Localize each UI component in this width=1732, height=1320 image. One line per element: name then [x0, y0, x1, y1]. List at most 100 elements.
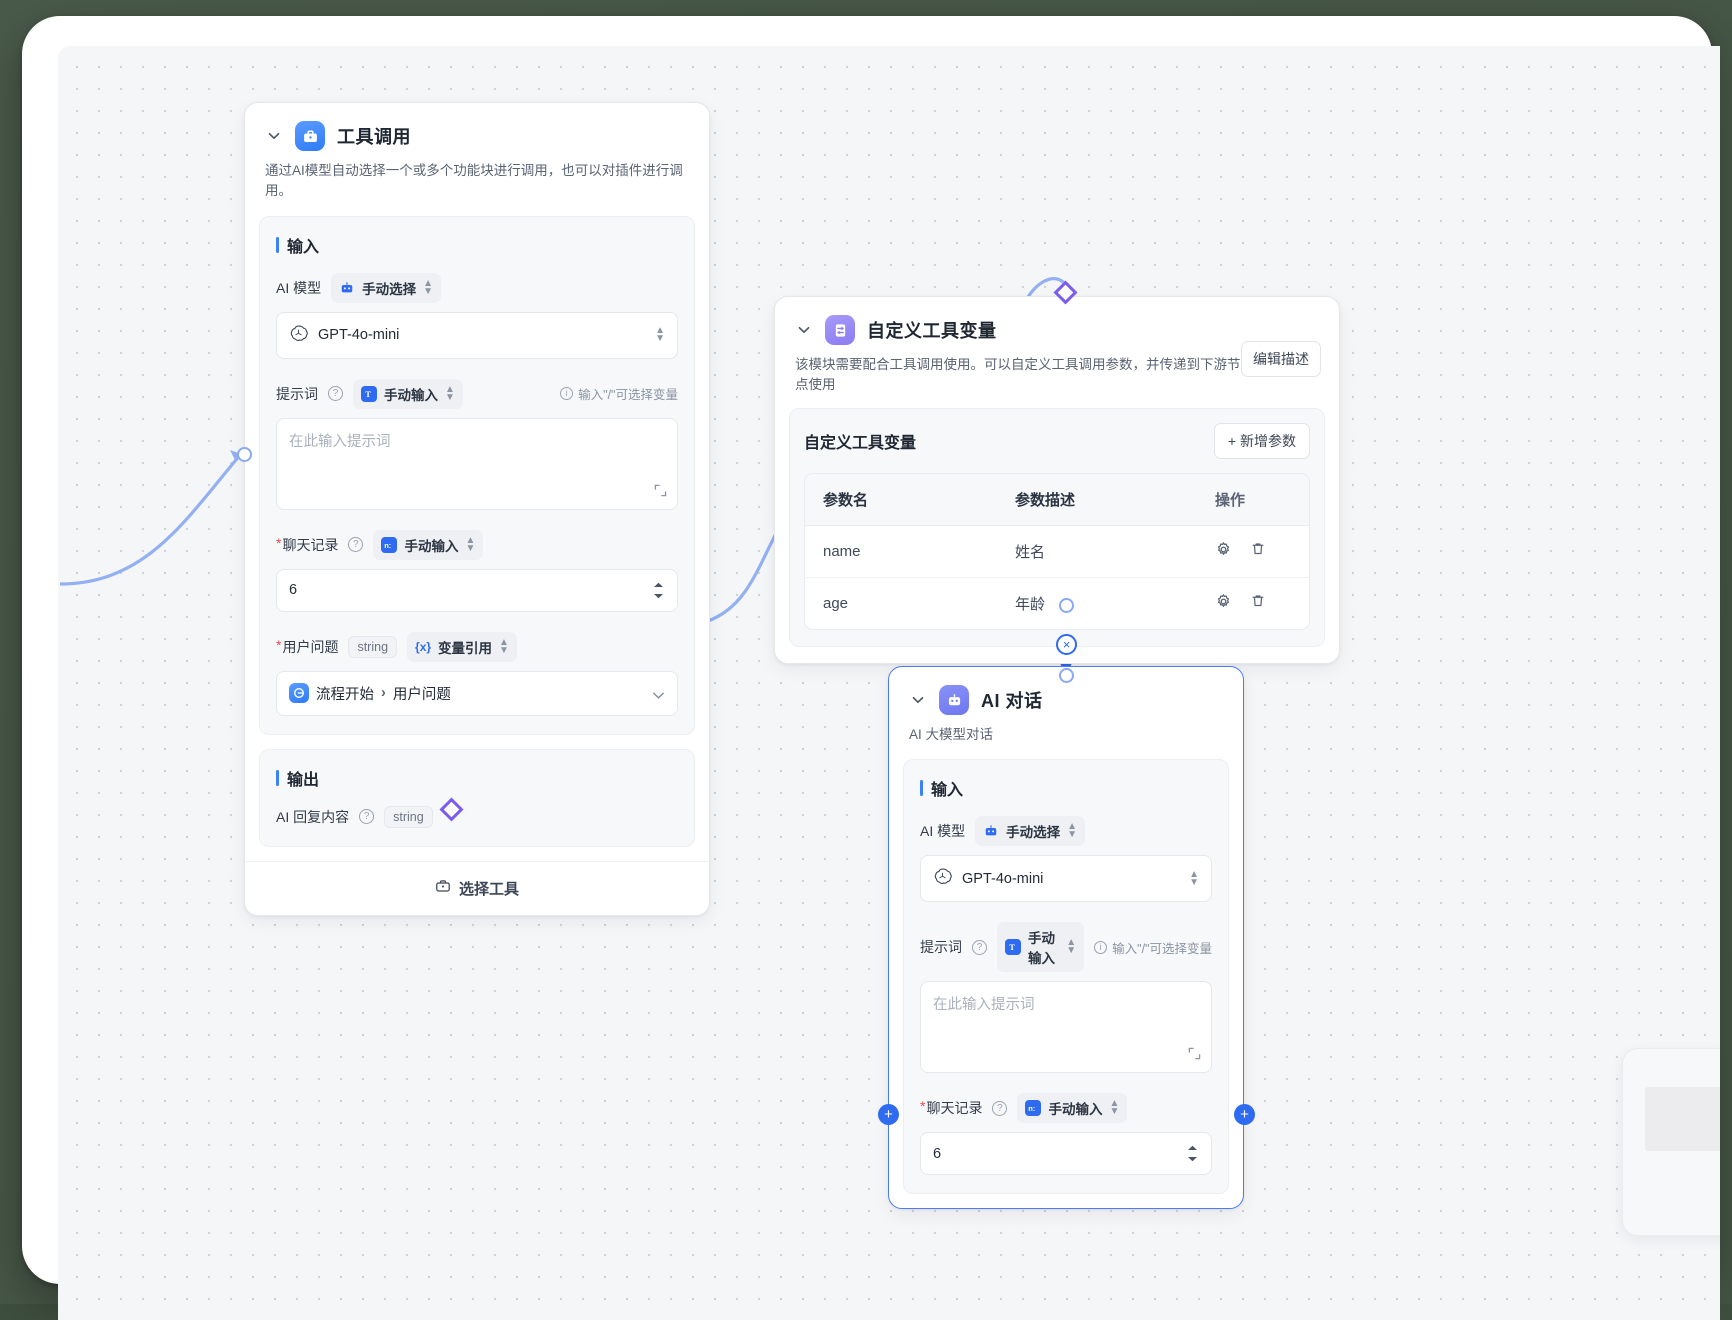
chevron-right-icon: ›	[381, 685, 386, 701]
output-section: 输出 AI 回复内容 ? string	[259, 749, 695, 847]
help-icon[interactable]: ?	[348, 537, 363, 552]
trash-icon[interactable]	[1250, 593, 1266, 613]
help-icon[interactable]: ?	[328, 386, 343, 401]
variable-reference: 流程开始 › 用户问题	[289, 683, 451, 704]
variable-icon: {x}	[415, 640, 431, 654]
parameters-table: 参数名 参数描述 操作 name 姓名	[804, 473, 1310, 630]
ai-model-value: GPT-4o-mini	[318, 327, 399, 343]
user-question-mode-select[interactable]: {x} 变量引用 ▲▼	[407, 632, 517, 662]
robot-icon	[339, 280, 355, 296]
prompt-mode-select[interactable]: T 手动输入 ▲▼	[997, 922, 1084, 972]
chevron-down-icon[interactable]	[265, 127, 283, 145]
handle-chat-input[interactable]	[1059, 668, 1074, 683]
robot-icon	[983, 823, 999, 839]
help-icon[interactable]: ?	[359, 809, 374, 824]
side-panel-block	[1645, 1087, 1720, 1151]
add-parameter-button[interactable]: + 新增参数	[1214, 423, 1310, 459]
field-chat-history: 聊天记录 ? n: 手动输入 ▲▼	[276, 530, 678, 560]
chat-history-number-input[interactable]: 6	[920, 1132, 1212, 1175]
table-row[interactable]: name 姓名	[805, 526, 1309, 578]
input-section-title: 输入	[276, 233, 678, 257]
chat-history-mode-select[interactable]: n: 手动输入 ▲▼	[1017, 1093, 1127, 1123]
column-header-desc: 参数描述	[997, 474, 1197, 525]
handle-var-output[interactable]	[1059, 598, 1074, 613]
settings-icon[interactable]	[1215, 593, 1232, 614]
ai-model-mode-label: 手动选择	[1006, 821, 1060, 841]
quantity-stepper[interactable]	[1186, 1144, 1199, 1163]
prompt-mode-select[interactable]: T 手动输入 ▲▼	[353, 379, 463, 409]
prompt-textarea[interactable]: 在此输入提示词	[276, 418, 678, 510]
chat-history-mode-select[interactable]: n: 手动输入 ▲▼	[373, 530, 483, 560]
chevron-updown-icon: ▲▼	[655, 327, 665, 343]
cell-param-name: age	[805, 580, 997, 627]
output-label: AI 回复内容	[276, 807, 349, 827]
prompt-hint: i 输入"/"可选择变量	[560, 384, 678, 403]
quantity-stepper[interactable]	[652, 581, 665, 600]
ai-model-value-select[interactable]: GPT-4o-mini ▲▼	[920, 855, 1212, 902]
chevron-updown-icon: ▲▼	[1189, 871, 1199, 887]
settings-icon[interactable]	[1215, 541, 1232, 562]
edge-remove-icon[interactable]: ×	[1056, 634, 1077, 655]
prompt-placeholder: 在此输入提示词	[933, 993, 1035, 1014]
field-chat-history: 聊天记录 ? n: 手动输入 ▲▼	[920, 1093, 1212, 1123]
side-panel[interactable]	[1622, 1048, 1720, 1236]
ai-model-label: AI 模型	[920, 821, 965, 841]
prompt-placeholder: 在此输入提示词	[289, 430, 391, 451]
node-header: 工具调用 通过AI模型自动选择一个或多个功能块进行调用，也可以对插件进行调用。	[245, 103, 709, 212]
node-header: 自定义工具变量 该模块需要配合工具调用使用。可以自定义工具调用参数，并传递到下游…	[775, 297, 1339, 406]
help-icon[interactable]: ?	[992, 1101, 1007, 1116]
handle-chat-right-add[interactable]: +	[1234, 1104, 1255, 1125]
chat-history-label: 聊天记录	[920, 1098, 982, 1118]
handle-input-tool-call[interactable]	[237, 447, 252, 462]
select-tool-label: 选择工具	[459, 878, 519, 899]
chevron-down-icon[interactable]	[909, 691, 927, 709]
chevron-updown-icon: ▲▼	[445, 386, 455, 402]
prompt-mode-label: 手动输入	[1028, 927, 1059, 967]
workflow-canvas[interactable]: 工具调用 通过AI模型自动选择一个或多个功能块进行调用，也可以对插件进行调用。 …	[58, 46, 1720, 1320]
toolbox-icon	[295, 121, 325, 151]
reference-source: 流程开始	[316, 683, 374, 704]
node-tool-call[interactable]: 工具调用 通过AI模型自动选择一个或多个功能块进行调用，也可以对插件进行调用。 …	[244, 102, 710, 916]
svg-text:n:: n:	[1029, 1104, 1036, 1113]
user-question-reference-select[interactable]: 流程开始 › 用户问题	[276, 671, 678, 716]
section-accent-bar	[276, 237, 279, 253]
chevron-down-icon[interactable]	[795, 321, 813, 339]
prompt-label: 提示词	[920, 937, 962, 957]
chevron-down-icon[interactable]	[652, 691, 665, 700]
input-section: 输入 AI 模型 手动选择 ▲▼ GPT-	[903, 759, 1229, 1194]
expand-icon[interactable]	[654, 484, 667, 501]
table-caption: 自定义工具变量	[804, 429, 916, 453]
ai-model-mode-select[interactable]: 手动选择 ▲▼	[975, 816, 1085, 846]
svg-text:n:: n:	[385, 541, 392, 550]
device-frame: 工具调用 通过AI模型自动选择一个或多个功能块进行调用，也可以对插件进行调用。 …	[22, 16, 1712, 1284]
variables-icon	[825, 315, 855, 345]
trash-icon[interactable]	[1250, 541, 1266, 561]
node-ai-chat[interactable]: AI 对话 AI 大模型对话 输入 AI 模型 手动选择 ▲▼	[888, 666, 1244, 1209]
edit-description-button[interactable]: 编辑描述	[1241, 341, 1321, 377]
handle-chat-left-add[interactable]: +	[878, 1104, 899, 1125]
output-row: AI 回复内容 ? string	[276, 806, 678, 828]
node-title: 工具调用	[337, 123, 411, 149]
output-section-title: 输出	[276, 766, 678, 790]
ai-model-mode-label: 手动选择	[362, 278, 416, 298]
ai-model-value-select[interactable]: GPT-4o-mini ▲▼	[276, 312, 678, 359]
node-description: 通过AI模型自动选择一个或多个功能块进行调用，也可以对插件进行调用。	[265, 161, 689, 202]
select-tool-button[interactable]: 选择工具	[245, 861, 709, 915]
reference-field: 用户问题	[393, 683, 451, 704]
cell-param-desc: 年龄	[997, 578, 1197, 629]
prompt-textarea[interactable]: 在此输入提示词	[920, 981, 1212, 1073]
help-icon[interactable]: ?	[972, 940, 987, 955]
input-section: 输入 AI 模型 手动选择 ▲▼	[259, 216, 695, 735]
chat-history-label: 聊天记录	[276, 535, 338, 555]
field-prompt: 提示词 ? T 手动输入 ▲▼ i 输入"/"可选择变量	[920, 922, 1212, 972]
table-row[interactable]: age 年龄	[805, 578, 1309, 629]
chat-history-number-input[interactable]: 6	[276, 569, 678, 612]
chevron-updown-icon: ▲▼	[1109, 1100, 1119, 1116]
chevron-updown-icon: ▲▼	[465, 537, 475, 553]
svg-text:T: T	[1009, 942, 1015, 952]
node-custom-tool-variable[interactable]: 自定义工具变量 该模块需要配合工具调用使用。可以自定义工具调用参数，并传递到下游…	[774, 296, 1340, 664]
expand-icon[interactable]	[1188, 1047, 1201, 1064]
ai-model-mode-select[interactable]: 手动选择 ▲▼	[331, 273, 441, 303]
svg-text:T: T	[365, 389, 371, 399]
text-icon: T	[361, 386, 377, 402]
